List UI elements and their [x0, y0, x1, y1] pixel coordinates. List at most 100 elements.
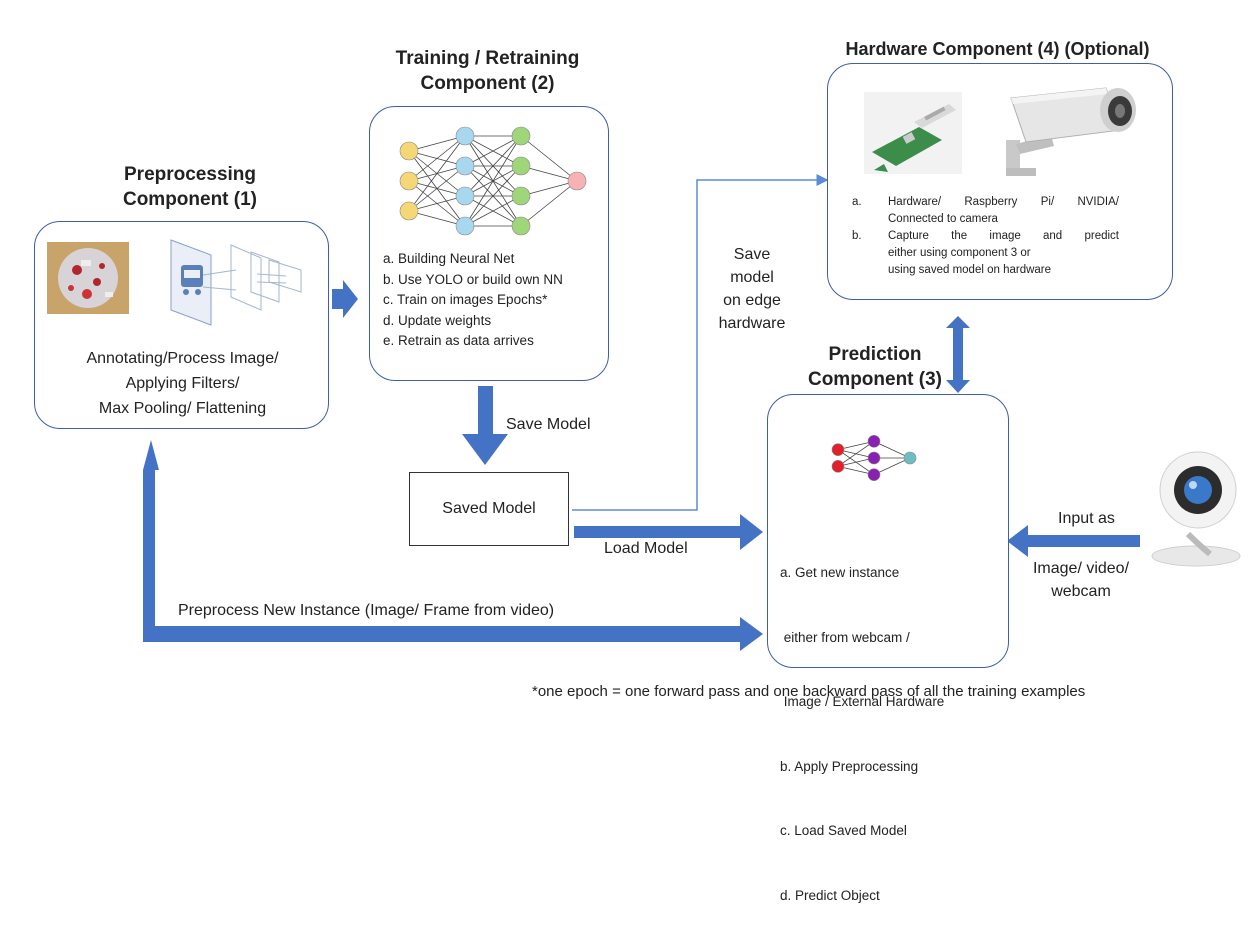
hardware-item-line: Connected to camera [888, 213, 998, 225]
prediction-net-node [831, 443, 845, 456]
training-net-node [455, 216, 475, 236]
save-edge-line: on edge [723, 292, 781, 309]
saved-model-label: Saved Model [442, 500, 536, 517]
annotated-image-icon [47, 242, 129, 314]
prediction-steps: a. Get new instance either from webcam /… [780, 519, 944, 949]
training-net-edge [464, 135, 522, 197]
training-net-edge [520, 180, 578, 197]
training-net-node [399, 201, 419, 221]
saved-model-box: Saved Model [409, 472, 569, 546]
training-step: e. Retrain as data arrives [383, 333, 534, 348]
training-title: Training / Retraining Component (2) [365, 46, 610, 96]
training-net-edge [520, 165, 578, 182]
prediction-net-edge [873, 457, 911, 476]
prediction-title: Prediction Component (3) [790, 342, 960, 392]
hardware-item-key: b. [852, 230, 862, 242]
prediction-net-node [903, 451, 917, 465]
training-net-node [455, 126, 475, 146]
training-net-edge [464, 135, 522, 227]
preprocessing-line: Annotating/Process Image/ [86, 350, 279, 367]
hardware-item-line: Hardware/ Raspberry Pi/ NVIDIA/ [888, 196, 1119, 208]
hardware-component-box: a. Hardware/ Raspberry Pi/ NVIDIA/ Conne… [827, 63, 1173, 300]
webcam-icon [1151, 451, 1241, 567]
hardware-item-line: Capture the image and predict [888, 230, 1119, 242]
training-net-node [511, 126, 531, 146]
prediction-net-edge [873, 440, 911, 459]
prediction-step: c. Load Saved Model [780, 823, 907, 838]
training-net-node [511, 216, 531, 236]
input-types-label: Image/ video/ webcam [1022, 557, 1140, 603]
arrow-preprocess-to-training [332, 280, 358, 318]
hardware-item: a. Hardware/ Raspberry Pi/ NVIDIA/ [852, 194, 1119, 211]
prediction-step: d. Predict Object [780, 887, 880, 903]
neural-network-icon [399, 126, 587, 236]
save-edge-line: Save [733, 246, 771, 263]
hardware-item: b. Capture the image and predict [852, 228, 1119, 245]
preprocessing-line: Applying Filters/ [125, 375, 240, 392]
preprocessing-title: Preprocessing Component (1) [80, 162, 300, 212]
hardware-item: either using component 3 or [852, 245, 1119, 262]
hardware-title: Hardware Component (4) (Optional) [845, 39, 1150, 59]
training-step: a. Building Neural Net [383, 251, 515, 266]
training-net-edge [464, 165, 522, 227]
prediction-title-line: Prediction [828, 344, 922, 365]
training-net-node [511, 156, 531, 176]
save-edge-line: model [730, 269, 774, 286]
hardware-item: using saved model on hardware [852, 262, 1119, 279]
preprocess-new-instance-label: Preprocess New Instance (Image/ Frame fr… [178, 602, 555, 619]
training-net-edge [520, 135, 578, 182]
training-net-node [511, 186, 531, 206]
input-types-line: Image/ video/ [1032, 560, 1130, 577]
cnn-filter-icon [170, 239, 302, 326]
prediction-component-box: a. Get new instance either from webcam /… [767, 394, 1009, 903]
input-types-line: webcam [1051, 583, 1111, 600]
training-net-edge [408, 135, 466, 182]
raspberry-pi-icon [864, 92, 962, 174]
input-as-label: Input as [1058, 510, 1115, 527]
prediction-step: a. Get new instance [780, 565, 900, 580]
hardware-item-line: either using component 3 or [888, 247, 1031, 259]
prediction-net-node [867, 468, 881, 481]
training-net-node [399, 141, 419, 161]
arrow-hardware-prediction [946, 316, 970, 393]
training-title-line: Component (2) [420, 73, 555, 94]
save-edge-label: Save model on edge hardware [702, 243, 802, 335]
prediction-net-node [867, 451, 881, 465]
prediction-net-node [831, 460, 845, 473]
hardware-item-line: using saved model on hardware [888, 264, 1052, 276]
prediction-step: either from webcam / [780, 629, 910, 645]
preprocessing-component-box: Annotating/Process Image/ Applying Filte… [34, 221, 329, 429]
training-net-node [399, 171, 419, 191]
training-net-edge [464, 195, 522, 227]
arrow-training-to-saved-model [462, 386, 508, 465]
prediction-network-icon [831, 435, 917, 481]
training-net-edge [408, 195, 466, 212]
prediction-title-line: Component (3) [807, 369, 943, 390]
training-net-edge [464, 135, 522, 167]
training-net-node [567, 171, 587, 191]
training-net-edge [408, 135, 466, 152]
hardware-items: a. Hardware/ Raspberry Pi/ NVIDIA/ Conne… [852, 194, 1119, 279]
training-net-node [455, 186, 475, 206]
preprocessing-description: Annotating/Process Image/ Applying Filte… [35, 346, 330, 421]
prediction-net-edge [837, 441, 875, 467]
preprocessing-title-line: Component (1) [122, 189, 258, 210]
training-net-edge [520, 180, 578, 227]
training-step: c. Train on images Epochs* [383, 292, 548, 307]
training-step: b. Use YOLO or build own NN [383, 271, 563, 287]
training-net-edge [408, 135, 466, 212]
prediction-net-node [867, 435, 881, 448]
preprocessing-line: Max Pooling/ Flattening [98, 400, 267, 417]
arrows-layer [143, 174, 1140, 651]
training-step: d. Update weights [383, 312, 492, 328]
arrow-webcam-input [1007, 525, 1140, 557]
training-net-edge [408, 210, 466, 227]
save-model-label: Save Model [506, 416, 591, 433]
training-steps: a. Building Neural Net b. Use YOLO or bu… [383, 249, 563, 352]
hardware-item-key: a. [852, 196, 862, 208]
training-net-node [455, 156, 475, 176]
training-component-box: a. Building Neural Net b. Use YOLO or bu… [369, 106, 609, 381]
arrow-load-model [574, 514, 763, 550]
training-title-line: Training / Retraining [395, 48, 580, 69]
arrow-save-to-hardware [572, 174, 829, 511]
